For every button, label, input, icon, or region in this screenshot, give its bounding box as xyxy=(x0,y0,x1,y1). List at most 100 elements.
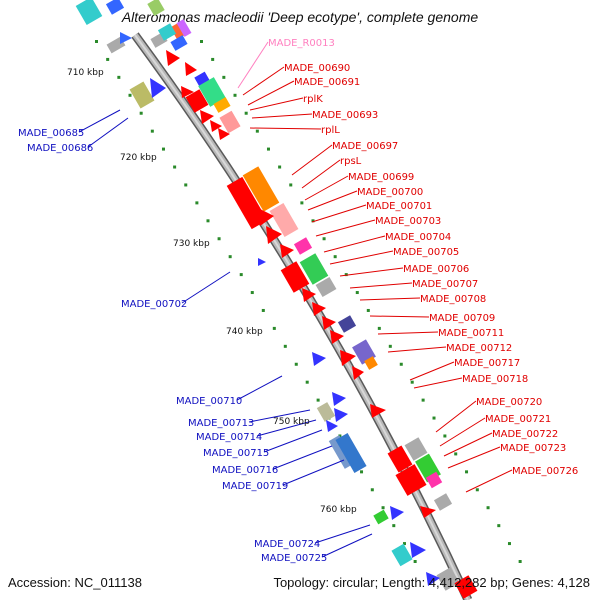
gene-label-made_00711: MADE_00711 xyxy=(438,328,504,339)
scale-label: 720 kbp xyxy=(120,153,157,163)
scale-dot xyxy=(311,219,315,223)
gene-label-made_00725: MADE_00725 xyxy=(261,553,327,564)
leader-line xyxy=(251,113,313,119)
scale-dot xyxy=(432,416,436,420)
scale-dot xyxy=(413,560,417,563)
scale-dot xyxy=(475,488,479,492)
scale-label: 760 kbp xyxy=(320,505,357,515)
leader-line xyxy=(339,267,404,277)
scale-dot xyxy=(421,398,425,402)
leader-line xyxy=(447,446,501,469)
gene-label-rplk: rplK xyxy=(303,94,323,105)
scale-dot xyxy=(161,147,165,151)
leader-line xyxy=(311,204,367,223)
gene-label-made_00716: MADE_00716 xyxy=(212,465,278,476)
scale-dot xyxy=(184,183,188,187)
scale-dot xyxy=(402,542,406,546)
gene-label-made_00714: MADE_00714 xyxy=(196,432,262,443)
outer-scale-dots xyxy=(200,40,522,563)
scale-dot xyxy=(486,506,490,510)
scale-dot xyxy=(283,344,287,348)
leader-line xyxy=(237,41,269,89)
gene-label-made_00693: MADE_00693 xyxy=(312,110,378,121)
gene-label-made_00686: MADE_00686 xyxy=(27,143,93,154)
scale-dot xyxy=(497,524,501,528)
scale-dot xyxy=(392,524,396,528)
gene-label-made_00699: MADE_00699 xyxy=(348,172,414,183)
gene-label-made_00723: MADE_00723 xyxy=(500,443,566,454)
scale-dot xyxy=(388,344,392,348)
scale-dot xyxy=(370,488,374,492)
scale-dot xyxy=(250,291,254,295)
leader-line xyxy=(256,419,317,437)
scale-dot xyxy=(200,40,203,43)
leader-line xyxy=(349,282,413,289)
leader-line xyxy=(435,400,477,433)
scale-dot xyxy=(128,93,132,97)
leader-line xyxy=(359,297,421,301)
gene-label-made_00697: MADE_00697 xyxy=(332,141,398,152)
gene-label-made_00707: MADE_00707 xyxy=(412,279,478,290)
leader-line xyxy=(307,190,358,211)
leader-line xyxy=(304,175,349,201)
scale-dot xyxy=(106,57,110,61)
leader-line xyxy=(181,271,231,304)
topology-label: Topology: circular; Length: 4,412,282 bp… xyxy=(273,575,590,590)
leader-line xyxy=(248,409,311,423)
gene-label-made_00685: MADE_00685 xyxy=(18,128,84,139)
gene-label-made_00691: MADE_00691 xyxy=(294,77,360,88)
leader-line xyxy=(439,417,486,447)
gene-label-made_00726: MADE_00726 xyxy=(512,466,578,477)
scale-dot xyxy=(239,273,243,277)
leader-line xyxy=(377,331,439,335)
gene-label-made_r0013: MADE_R0013 xyxy=(268,38,335,49)
right-gene-labels: MADE_R0013MADE_00690MADE_00691rplKMADE_0… xyxy=(268,38,578,477)
inner-scale-dots xyxy=(95,40,417,563)
scale-dot xyxy=(173,165,177,169)
leader-line xyxy=(315,219,376,237)
gene-label-rpll: rplL xyxy=(321,125,340,136)
scale-dot xyxy=(355,291,359,295)
scale-dot xyxy=(518,560,522,563)
scale-dot xyxy=(305,380,309,384)
accession-label: Accession: NC_011138 xyxy=(8,575,142,590)
scale-dot xyxy=(261,308,265,312)
left-gene-labels: MADE_00685MADE_00686MADE_00702MADE_00710… xyxy=(18,128,327,564)
leader-line xyxy=(242,66,285,96)
gene-label-made_00709: MADE_00709 xyxy=(429,313,495,324)
gene-label-made_00724: MADE_00724 xyxy=(254,539,320,550)
scale-dot xyxy=(507,542,511,546)
scale-dot xyxy=(233,93,237,97)
leader-line xyxy=(263,429,323,453)
scale-dot xyxy=(366,308,370,312)
scale-dot xyxy=(211,57,215,61)
scale-dot xyxy=(454,452,458,456)
scale-dot xyxy=(139,111,143,115)
scale-dot xyxy=(266,147,270,151)
leader-line xyxy=(249,127,322,130)
scale-dot xyxy=(278,165,282,169)
leader-line xyxy=(409,361,455,381)
scale-dot xyxy=(228,255,232,259)
gene-cluster-right xyxy=(166,50,478,599)
leader-line xyxy=(413,377,463,389)
leader-line xyxy=(329,250,394,265)
leader-line xyxy=(321,533,373,558)
scale-dot xyxy=(333,255,337,259)
leader-line xyxy=(314,524,371,544)
gene-label-made_00706: MADE_00706 xyxy=(403,264,469,275)
gene-label-made_00710: MADE_00710 xyxy=(176,396,242,407)
top-features xyxy=(75,0,192,54)
gene-label-made_00702: MADE_00702 xyxy=(121,299,187,310)
left-label-leaders xyxy=(78,109,373,558)
scale-dot xyxy=(465,470,469,474)
right-label-leaders xyxy=(237,41,513,493)
gene-label-made_00718: MADE_00718 xyxy=(462,374,528,385)
scale-dot xyxy=(294,362,298,366)
gene-label-made_00715: MADE_00715 xyxy=(203,448,269,459)
leader-line xyxy=(78,109,121,133)
leader-line xyxy=(236,375,283,401)
gene-label-made_00701: MADE_00701 xyxy=(366,201,432,212)
gene-label-made_00721: MADE_00721 xyxy=(485,414,551,425)
